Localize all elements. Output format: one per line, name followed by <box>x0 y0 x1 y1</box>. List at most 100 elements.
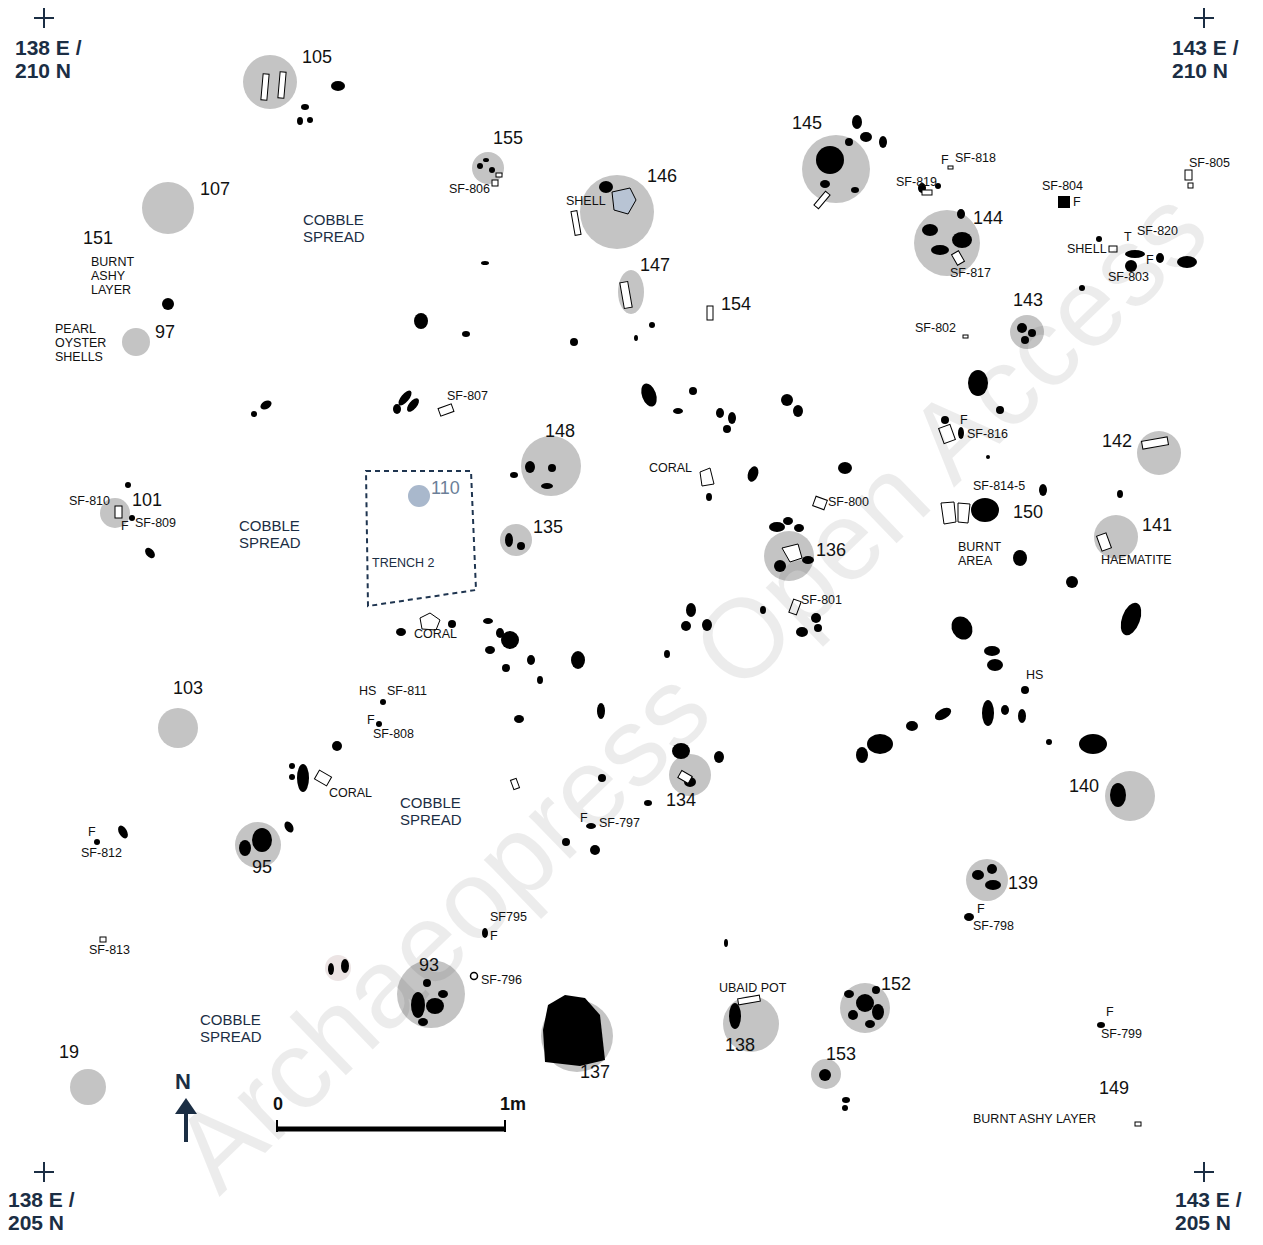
trench-outline <box>366 471 476 606</box>
small-find-label: F <box>1146 254 1154 268</box>
material-label: HS <box>1026 669 1043 683</box>
material-label: HAEMATITE <box>1101 554 1172 568</box>
small-find-label: SF-804 <box>1042 180 1083 194</box>
grid-cross <box>34 8 1214 1182</box>
area-label: PEARL OYSTER SHELLS <box>55 323 117 364</box>
small-find-label: SF-812 <box>81 847 122 861</box>
material-label: UBAID POT <box>719 982 786 996</box>
area-label: COBBLE SPREAD <box>303 212 378 245</box>
feature-number: 146 <box>647 167 677 187</box>
feature-number: 93 <box>419 956 439 976</box>
small-find-label: F <box>960 414 968 428</box>
feature-number: 110 <box>431 479 460 499</box>
small-find-label: F <box>490 930 498 944</box>
feature-number: 144 <box>973 209 1003 229</box>
material-label: CORAL <box>649 462 692 476</box>
feature-number: 136 <box>816 541 846 561</box>
outlined-finds <box>100 72 1193 1126</box>
scale-label: 0 <box>273 1095 283 1115</box>
feature-number: 95 <box>252 858 272 878</box>
small-find-label: SF-799 <box>1101 1028 1142 1042</box>
feature-number: 141 <box>1142 516 1172 536</box>
material-label: T <box>1124 231 1132 245</box>
material-label: CORAL <box>329 787 372 801</box>
area-label: COBBLE SPREAD <box>239 518 314 551</box>
small-find-label: F <box>977 903 985 917</box>
feature-number: 19 <box>59 1043 79 1063</box>
small-find-label: SF-820 <box>1137 225 1178 239</box>
small-find-label: SF-800 <box>828 496 869 510</box>
small-find-label: SF-807 <box>447 390 488 404</box>
small-find-label: SF-798 <box>973 920 1014 934</box>
feature-number: 134 <box>666 791 696 811</box>
grid-coordinate: 138 E / 205 N <box>8 1188 100 1234</box>
small-find-label: SF-806 <box>449 183 490 197</box>
feature-number: 97 <box>155 323 175 343</box>
material-label: HS <box>359 685 376 699</box>
feature-number: 154 <box>721 295 751 315</box>
area-label: COBBLE SPREAD <box>400 795 475 828</box>
feature-number: 143 <box>1013 291 1043 311</box>
small-find-label: SF-814-5 <box>973 480 1025 494</box>
feature-number: 135 <box>533 518 563 538</box>
feature-number: 153 <box>826 1045 856 1065</box>
small-find-label: SF-813 <box>89 944 130 958</box>
feature-number: 152 <box>881 975 911 995</box>
feature-number: 140 <box>1069 777 1099 797</box>
feature-number: 139 <box>1008 874 1038 894</box>
material-label: SHELL <box>1067 243 1107 257</box>
small-find-label: SF-805 <box>1189 157 1230 171</box>
feature-number: 151 <box>83 229 113 249</box>
area-label: BURNT AREA <box>958 541 1010 569</box>
small-find-label: SF-811 <box>387 685 427 699</box>
grid-coordinate: 138 E / 210 N <box>15 36 107 82</box>
scale-label: 1m <box>500 1095 526 1115</box>
feature-circles <box>70 55 1181 1105</box>
area-label: BURNT ASHY LAYER <box>973 1113 1096 1127</box>
small-find-label: SF795 <box>490 911 527 925</box>
stones <box>94 81 1197 1111</box>
feature-number: 137 <box>580 1063 610 1083</box>
small-find-label: SF-808 <box>373 728 414 742</box>
small-find-label: SF-816 <box>967 428 1008 442</box>
feature-number: 148 <box>545 422 575 442</box>
feature-number: 150 <box>1013 503 1043 523</box>
small-find-label: SF-817 <box>950 267 991 281</box>
small-find-label: SF-797 <box>599 817 640 831</box>
small-find-label: SF-809 <box>135 517 176 531</box>
grid-coordinate: 143 E / 205 N <box>1175 1188 1259 1234</box>
small-find-label: SF-802 <box>915 322 956 336</box>
feature-number: 101 <box>132 491 162 511</box>
feature-number: 138 <box>725 1036 755 1056</box>
small-find-label: F <box>121 520 129 534</box>
feature-number: 145 <box>792 114 822 134</box>
small-find-label: F <box>580 812 588 826</box>
material-label: CORAL <box>414 628 457 642</box>
material-label: SHELL <box>566 195 606 209</box>
small-find-label: SF-796 <box>481 974 522 988</box>
watermark: Archaeopress Open Access <box>154 170 1226 1211</box>
feature-number: 103 <box>173 679 203 699</box>
small-find-label: SF-819 <box>896 176 937 190</box>
area-label: BURNT ASHY LAYER <box>91 256 146 297</box>
feature-number: 142 <box>1102 432 1132 452</box>
small-find-label: F <box>941 154 949 168</box>
grid-coordinate: 143 E / 210 N <box>1172 36 1260 82</box>
small-find-label: SF-818 <box>955 152 996 166</box>
north-label: N <box>175 1070 191 1094</box>
small-find-label: F <box>367 714 375 728</box>
small-find-label: F <box>1073 196 1081 210</box>
feature-number: 155 <box>493 129 523 149</box>
feature-number: 149 <box>1099 1079 1129 1099</box>
feature-number: 105 <box>302 48 332 68</box>
area-label: COBBLE SPREAD <box>200 1012 275 1045</box>
small-find-label: F <box>1106 1006 1114 1020</box>
small-find-label: SF-803 <box>1108 271 1149 285</box>
feature-number: 147 <box>640 256 670 276</box>
small-find-label: F <box>88 826 96 840</box>
small-find-label: SF-801 <box>801 594 842 608</box>
small-find-label: SF-810 <box>69 495 110 509</box>
trench-label: TRENCH 2 <box>372 557 435 571</box>
feature-number: 107 <box>200 180 230 200</box>
